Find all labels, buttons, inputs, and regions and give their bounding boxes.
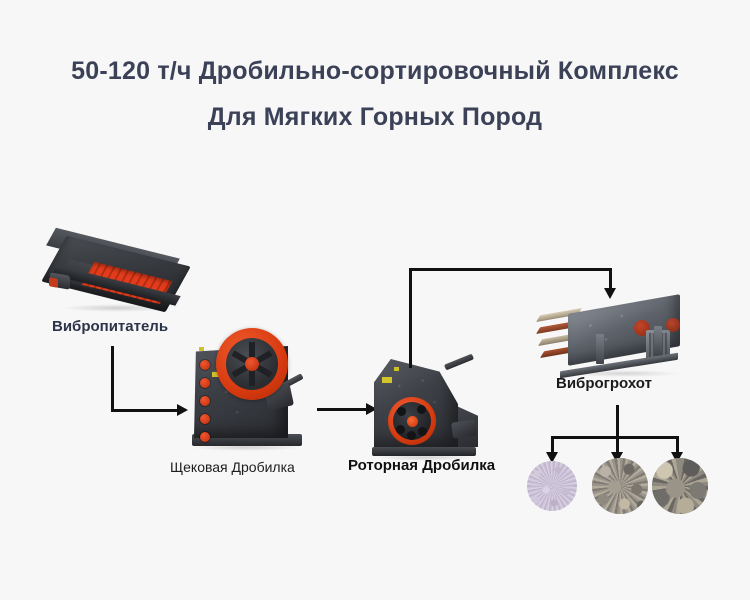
impact-flywheel-hole bbox=[397, 407, 406, 416]
impact-flywheel-hole bbox=[417, 405, 426, 414]
label-vibrating-screen: Виброгрохот bbox=[556, 375, 652, 392]
aggregate-texture-coarse bbox=[652, 458, 708, 514]
screen-motor-pulley bbox=[666, 318, 680, 332]
arrow-head-down bbox=[546, 452, 558, 463]
aggregate-texture-fine bbox=[527, 461, 577, 511]
product-sample-coarse bbox=[652, 458, 708, 514]
impact-flywheel-hole bbox=[407, 431, 416, 440]
impact-base-frame bbox=[372, 447, 476, 456]
impact-flywheel-hole bbox=[396, 425, 405, 434]
jaw-nameplate bbox=[199, 347, 204, 351]
impact-crusher-illustration bbox=[368, 353, 486, 461]
screen-shadow bbox=[568, 370, 678, 377]
product-sample-fine bbox=[527, 461, 577, 511]
connector-branch-right bbox=[676, 436, 679, 454]
jaw-flywheel-disc bbox=[226, 338, 278, 390]
screen-support-leg bbox=[654, 326, 662, 356]
connector-segment-vertical-up bbox=[409, 268, 412, 368]
connector-segment-vertical-down bbox=[609, 268, 612, 290]
impact-shadow bbox=[376, 454, 472, 461]
arrow-head-down bbox=[671, 452, 683, 463]
impact-nameplate bbox=[394, 367, 399, 371]
feeder-shadow bbox=[62, 304, 172, 312]
arrow-head-right bbox=[177, 404, 188, 416]
jaw-bolt bbox=[200, 396, 210, 406]
arrow-head-right bbox=[366, 403, 377, 415]
title-line-1: 50-120 т/ч Дробильно-сортировочный Компл… bbox=[71, 57, 679, 85]
feeder-motor-cover bbox=[49, 277, 58, 288]
impact-flywheel-hub bbox=[407, 416, 418, 427]
jaw-warning-plate bbox=[212, 372, 221, 377]
screen-support-leg bbox=[596, 334, 604, 364]
jaw-bolt bbox=[200, 414, 210, 424]
impact-warning-plate bbox=[382, 377, 392, 383]
connector-trunk-vertical bbox=[616, 405, 619, 439]
page-title: 50-120 т/ч Дробильно-сортировочный Компл… bbox=[0, 48, 750, 140]
connector-branch-left bbox=[551, 436, 554, 454]
impact-drive-motor bbox=[451, 419, 477, 439]
connector-segment-horizontal bbox=[317, 408, 369, 411]
label-vibrating-feeder: Вибропитатель bbox=[52, 318, 169, 335]
jaw-flywheel bbox=[216, 328, 288, 400]
connector-segment-horizontal bbox=[409, 268, 612, 271]
jaw-shadow bbox=[192, 444, 300, 451]
product-sample-medium bbox=[592, 458, 648, 514]
arrow-head-down bbox=[611, 452, 623, 463]
vibrating-screen-illustration bbox=[534, 294, 700, 380]
impact-lifting-arm bbox=[443, 353, 475, 371]
impact-flywheel-disc bbox=[393, 402, 431, 440]
connector-segment-vertical bbox=[111, 346, 114, 412]
jaw-bolt bbox=[200, 360, 210, 370]
label-jaw-crusher: Щековая Дробилка bbox=[170, 459, 295, 475]
connector-distribution-bar bbox=[551, 436, 679, 439]
arrow-head-down bbox=[604, 288, 616, 299]
jaw-bolt bbox=[200, 432, 210, 442]
connector-branch-center bbox=[616, 436, 619, 454]
aggregate-texture-medium bbox=[592, 458, 648, 514]
title-line-2: Для Мягких Горных Пород bbox=[207, 103, 543, 131]
jaw-bolt bbox=[200, 378, 210, 388]
jaw-bolt-column bbox=[200, 360, 210, 450]
vibrating-feeder-illustration bbox=[41, 227, 191, 316]
label-impact-crusher: Роторная Дробилка bbox=[348, 457, 496, 474]
connector-segment-horizontal bbox=[111, 409, 179, 412]
impact-flywheel-hole bbox=[418, 427, 427, 436]
impact-flywheel bbox=[388, 397, 436, 445]
jaw-crusher-illustration bbox=[178, 326, 318, 454]
jaw-flywheel-hub bbox=[245, 357, 259, 371]
